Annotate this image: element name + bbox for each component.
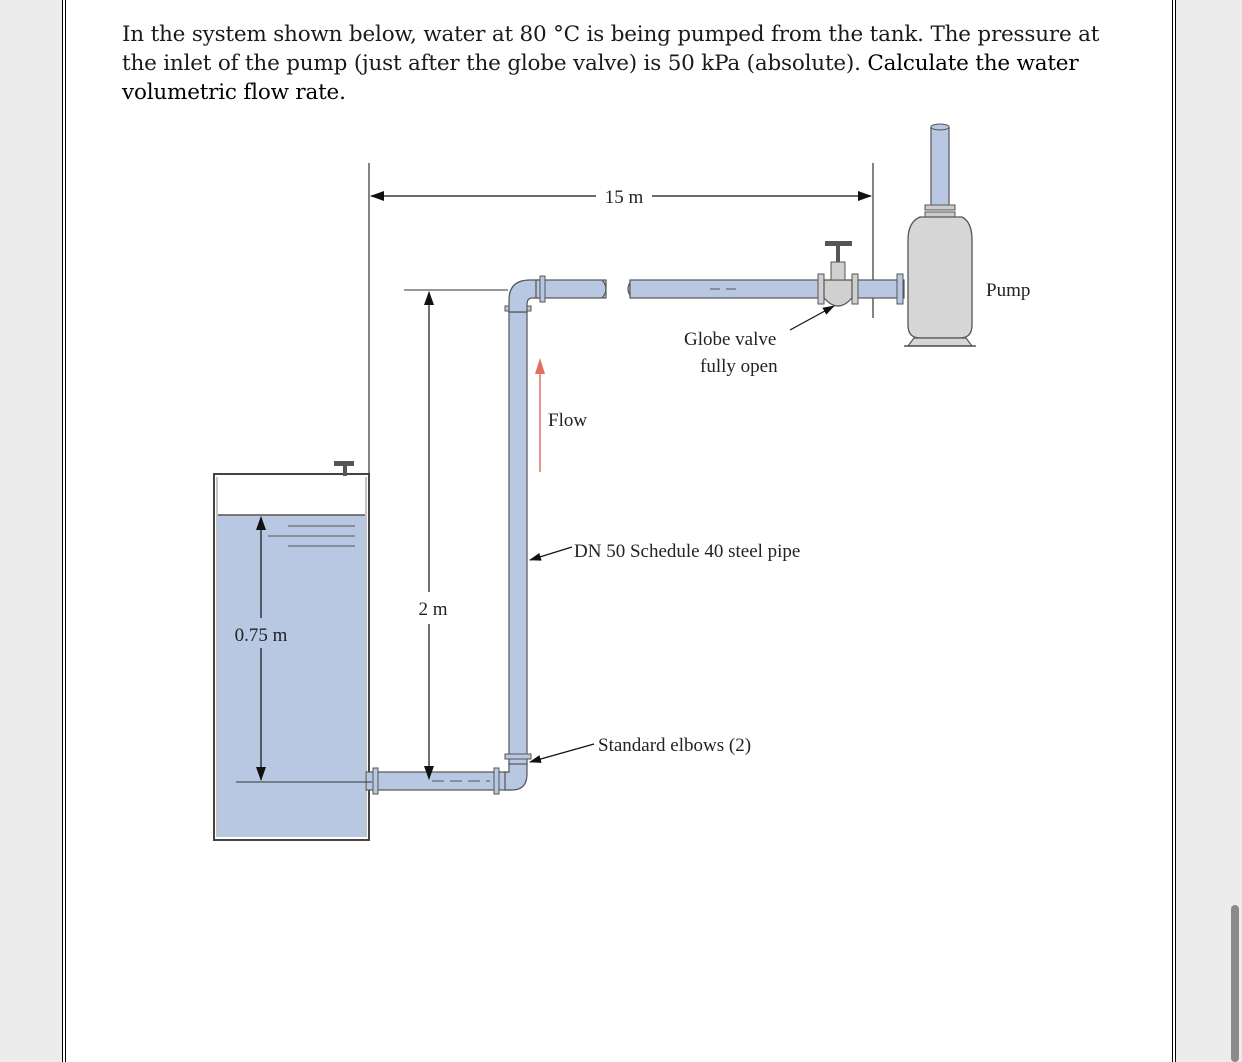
pipe-spec-leader — [529, 546, 573, 561]
globe-valve — [817, 241, 859, 307]
pipe-spec-label: DN 50 Schedule 40 steel pipe — [574, 541, 800, 562]
dimension-2m-label: 2 m — [418, 599, 447, 620]
dimension-075m-label: 0.75 m — [235, 625, 288, 646]
top-horizontal-pipe-segment-2 — [629, 279, 821, 299]
dimension-15m: 15 m — [370, 187, 872, 208]
vertical-scrollbar[interactable] — [1228, 0, 1242, 1062]
flow-label: Flow — [548, 410, 587, 431]
tank — [213, 461, 370, 841]
pump — [904, 123, 976, 347]
top-elbow — [508, 279, 539, 313]
problem-question: Calculate the water volumetric flow rate… — [122, 51, 1079, 105]
piping — [365, 273, 905, 795]
dimension-2m: 2 m — [404, 289, 508, 780]
pump-base — [906, 337, 974, 347]
top-horizontal-pipe-segment-1 — [535, 279, 607, 299]
valve-stem — [836, 246, 840, 262]
dimension-15m-label: 15 m — [605, 187, 644, 208]
elbows-leader — [529, 743, 595, 763]
tank-water — [218, 515, 365, 837]
problem-text-part1: In the system shown below, water at 80 °… — [122, 22, 1100, 76]
bottom-elbow — [504, 761, 528, 791]
tank-vent — [343, 466, 347, 476]
scrollbar-thumb[interactable] — [1231, 905, 1239, 1062]
globe-valve-label-line1: Globe valve — [684, 329, 776, 350]
globe-valve-label-line2: fully open — [700, 356, 778, 377]
valve-handwheel — [825, 241, 852, 246]
vertical-pipe — [508, 311, 528, 765]
pump-label: Pump — [986, 280, 1030, 301]
problem-statement: In the system shown below, water at 80 °… — [122, 20, 1132, 107]
globe-valve-leader — [789, 305, 835, 331]
pump-discharge-pipe — [930, 126, 950, 208]
flow-arrow-head — [535, 358, 545, 374]
dimension-075m: 0.75 m — [235, 516, 372, 783]
pump-casing — [907, 216, 973, 339]
elbows-label: Standard elbows (2) — [598, 735, 751, 756]
